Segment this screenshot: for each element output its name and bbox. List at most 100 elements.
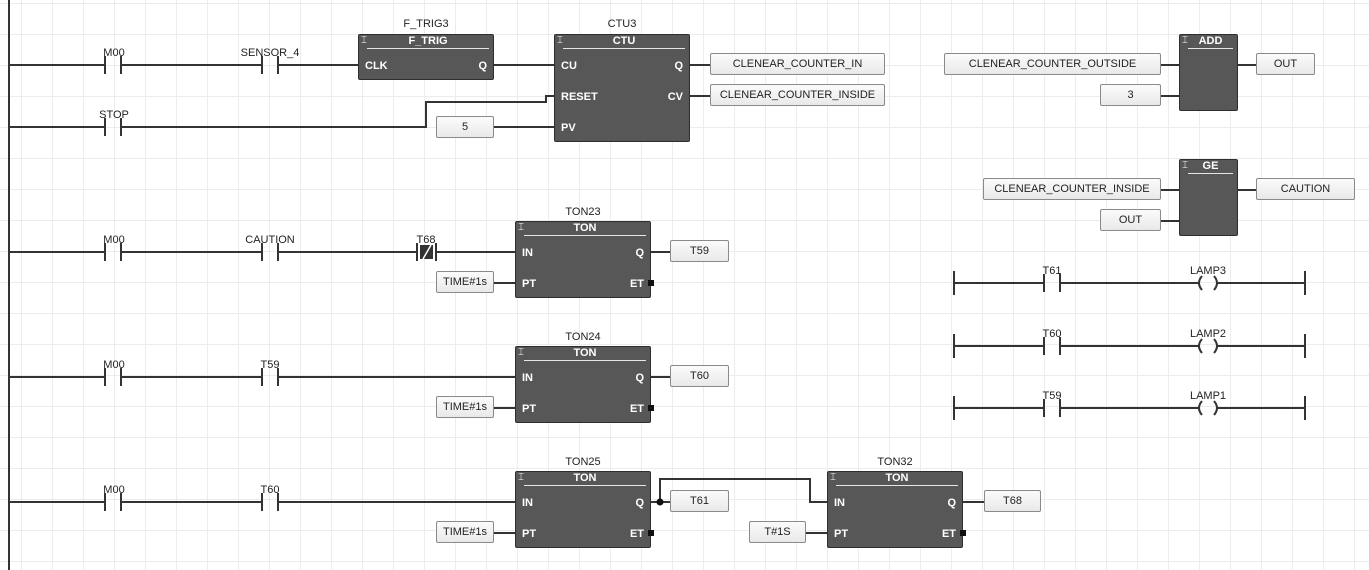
variable-box[interactable]: 5: [436, 116, 494, 138]
pin-in: IN: [522, 497, 533, 509]
pin-clk: CLK: [365, 60, 388, 72]
block-instance-label: CTU3: [607, 18, 637, 30]
function-block-icon: ⌶: [1182, 160, 1188, 171]
pin-q: Q: [635, 247, 644, 259]
variable-box[interactable]: OUT: [1100, 209, 1161, 231]
coil-lamp1-icon: [1198, 400, 1218, 416]
variable-box[interactable]: CLENEAR_COUNTER_INSIDE: [983, 178, 1161, 200]
add-block[interactable]: ⌶ ADD: [1179, 34, 1238, 111]
contact-stop-icon: [104, 118, 122, 136]
pin-pt: PT: [522, 278, 537, 290]
contact-t59-icon: [261, 368, 279, 386]
ton24-block[interactable]: ⌶ TON IN PT Q ET: [515, 346, 654, 423]
variable-box[interactable]: T61: [670, 490, 729, 512]
pin-reset: RESET: [561, 91, 598, 103]
contact-label-caution: CAUTION: [245, 234, 295, 246]
variable-box[interactable]: CLENEAR_COUNTER_INSIDE: [710, 84, 885, 106]
contact-sensor4-icon: [261, 56, 279, 74]
pin-et: ET: [629, 403, 644, 415]
variable-box[interactable]: CLENEAR_COUNTER_OUTSIDE: [944, 53, 1161, 75]
et-pin-marker: [960, 530, 966, 536]
contact-label-m00: M00: [103, 484, 125, 496]
contact-t68-nc-icon: [416, 243, 437, 261]
variable-box[interactable]: T60: [670, 365, 729, 387]
function-block-icon: ⌶: [361, 35, 367, 46]
block-type-label: TON: [524, 473, 646, 486]
contact-t60-icon: [261, 493, 279, 511]
coil-label-lamp2: LAMP2: [1189, 328, 1227, 340]
pin-q: Q: [674, 60, 683, 72]
variable-box[interactable]: CAUTION: [1256, 178, 1355, 200]
contact-m00-2-icon: [104, 243, 122, 261]
contact-label-stop: STOP: [99, 109, 129, 121]
variable-box[interactable]: T59: [670, 240, 729, 262]
contact-label-t60: T60: [1042, 328, 1062, 340]
function-block-icon: ⌶: [518, 347, 524, 358]
contact-label-t61: T61: [1042, 265, 1062, 277]
variable-box[interactable]: TIME#1s: [436, 396, 494, 418]
function-block-icon: ⌶: [1182, 35, 1188, 46]
pin-q: Q: [635, 372, 644, 384]
function-block-icon: ⌶: [518, 472, 524, 483]
pin-pt: PT: [834, 528, 849, 540]
variable-box[interactable]: OUT: [1256, 53, 1315, 75]
variable-box[interactable]: 3: [1100, 84, 1161, 106]
ge-block[interactable]: ⌶ GE: [1179, 159, 1238, 236]
contact-caution-icon: [261, 243, 279, 261]
contact-label-m00: M00: [103, 359, 125, 371]
pin-cu: CU: [561, 60, 577, 72]
contact-m00-1-icon: [104, 56, 122, 74]
et-pin-marker: [648, 530, 654, 536]
pin-pt: PT: [522, 403, 537, 415]
ctu-block[interactable]: ⌶ CTU CU RESET PV Q CV: [554, 34, 690, 142]
pin-et: ET: [941, 528, 956, 540]
block-instance-label: F_TRIG3: [403, 18, 449, 30]
pin-pv: PV: [561, 122, 576, 134]
block-type-label: CTU: [563, 36, 685, 49]
block-instance-label: TON24: [565, 331, 601, 343]
block-type-label: TON: [524, 348, 646, 361]
coil-label-lamp1: LAMP1: [1189, 390, 1227, 402]
pin-in: IN: [834, 497, 845, 509]
variable-box[interactable]: TIME#1s: [436, 271, 494, 293]
contact-t59-right-icon: [1043, 399, 1061, 417]
block-type-label: TON: [524, 223, 646, 236]
coil-lamp3-icon: [1198, 275, 1218, 291]
pin-cv: CV: [667, 91, 683, 103]
block-type-label: GE: [1188, 161, 1233, 174]
ton32-block[interactable]: ⌶ TON IN PT Q ET: [827, 471, 966, 548]
variable-box[interactable]: CLENEAR_COUNTER_IN: [710, 53, 885, 75]
contact-label-sensor4: SENSOR_4: [240, 47, 300, 59]
block-type-label: TON: [836, 473, 958, 486]
function-block-icon: ⌶: [830, 472, 836, 483]
pin-in: IN: [522, 247, 533, 259]
block-type-label: F_TRIG: [367, 36, 489, 49]
contact-label-m00: M00: [103, 234, 125, 246]
contact-t60-right-icon: [1043, 337, 1061, 355]
ton23-block[interactable]: ⌶ TON IN PT Q ET: [515, 221, 654, 298]
block-instance-label: TON32: [877, 456, 913, 468]
pin-q: Q: [478, 60, 487, 72]
block-type-label: ADD: [1188, 36, 1233, 49]
variable-box[interactable]: T68: [984, 490, 1041, 512]
pin-q: Q: [635, 497, 644, 509]
contact-label-m00: M00: [103, 47, 125, 59]
function-block-icon: ⌶: [518, 222, 524, 233]
contact-t61-right-icon: [1043, 274, 1061, 292]
contact-m00-4-icon: [104, 493, 122, 511]
variable-box[interactable]: T#1S: [749, 521, 806, 543]
block-instance-label: TON23: [565, 206, 601, 218]
et-pin-marker: [648, 280, 654, 286]
pin-in: IN: [522, 372, 533, 384]
contact-m00-3-icon: [104, 368, 122, 386]
ton25-block[interactable]: ⌶ TON IN PT Q ET: [515, 471, 654, 548]
pin-q: Q: [947, 497, 956, 509]
pin-et: ET: [629, 528, 644, 540]
pin-pt: PT: [522, 528, 537, 540]
contact-label-t59: T59: [1042, 390, 1062, 402]
f-trig-block[interactable]: ⌶ F_TRIG CLK Q: [358, 34, 494, 80]
variable-box[interactable]: TIME#1s: [436, 521, 494, 543]
coil-label-lamp3: LAMP3: [1189, 265, 1227, 277]
coil-lamp2-icon: [1198, 338, 1218, 354]
